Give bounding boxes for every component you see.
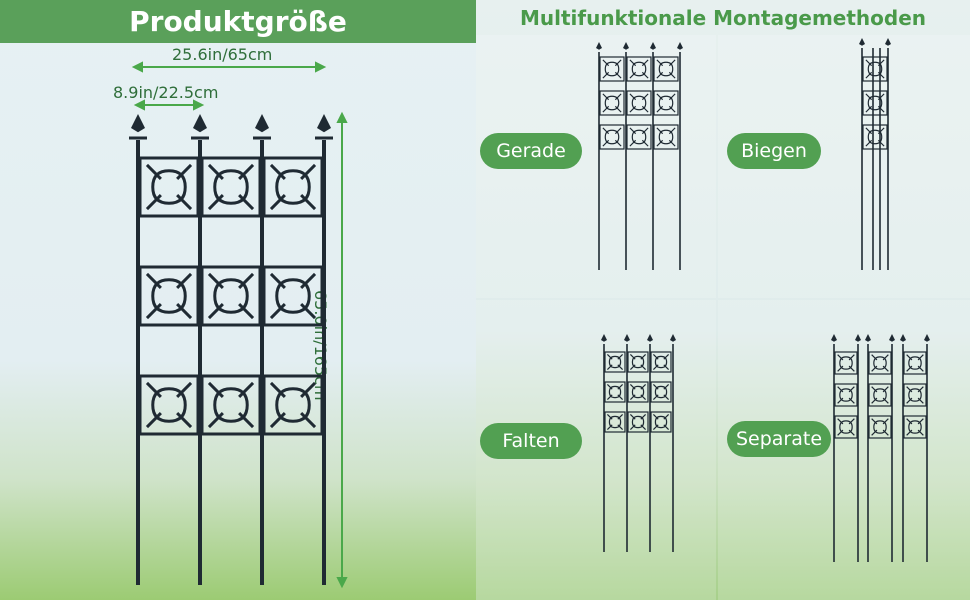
left-panel: [0, 0, 476, 600]
mounting-methods-title: Multifunktionale Montagemethoden: [519, 6, 927, 30]
dimension-arrows: [131, 61, 348, 589]
product-size-banner: Produktgröße: [0, 0, 476, 43]
method-biegen-label: Biegen: [727, 133, 821, 169]
product-size-title: Produktgröße: [129, 5, 347, 38]
trellis-illustration: [129, 114, 333, 585]
panel-width-label: 8.9in/22.5cm: [113, 83, 219, 102]
method-gerade-label: Gerade: [480, 133, 582, 169]
method-falten-label: Falten: [480, 423, 582, 459]
method-separate-label: Separate: [727, 421, 831, 457]
width-total-label: 25.6in/65cm: [172, 45, 273, 64]
